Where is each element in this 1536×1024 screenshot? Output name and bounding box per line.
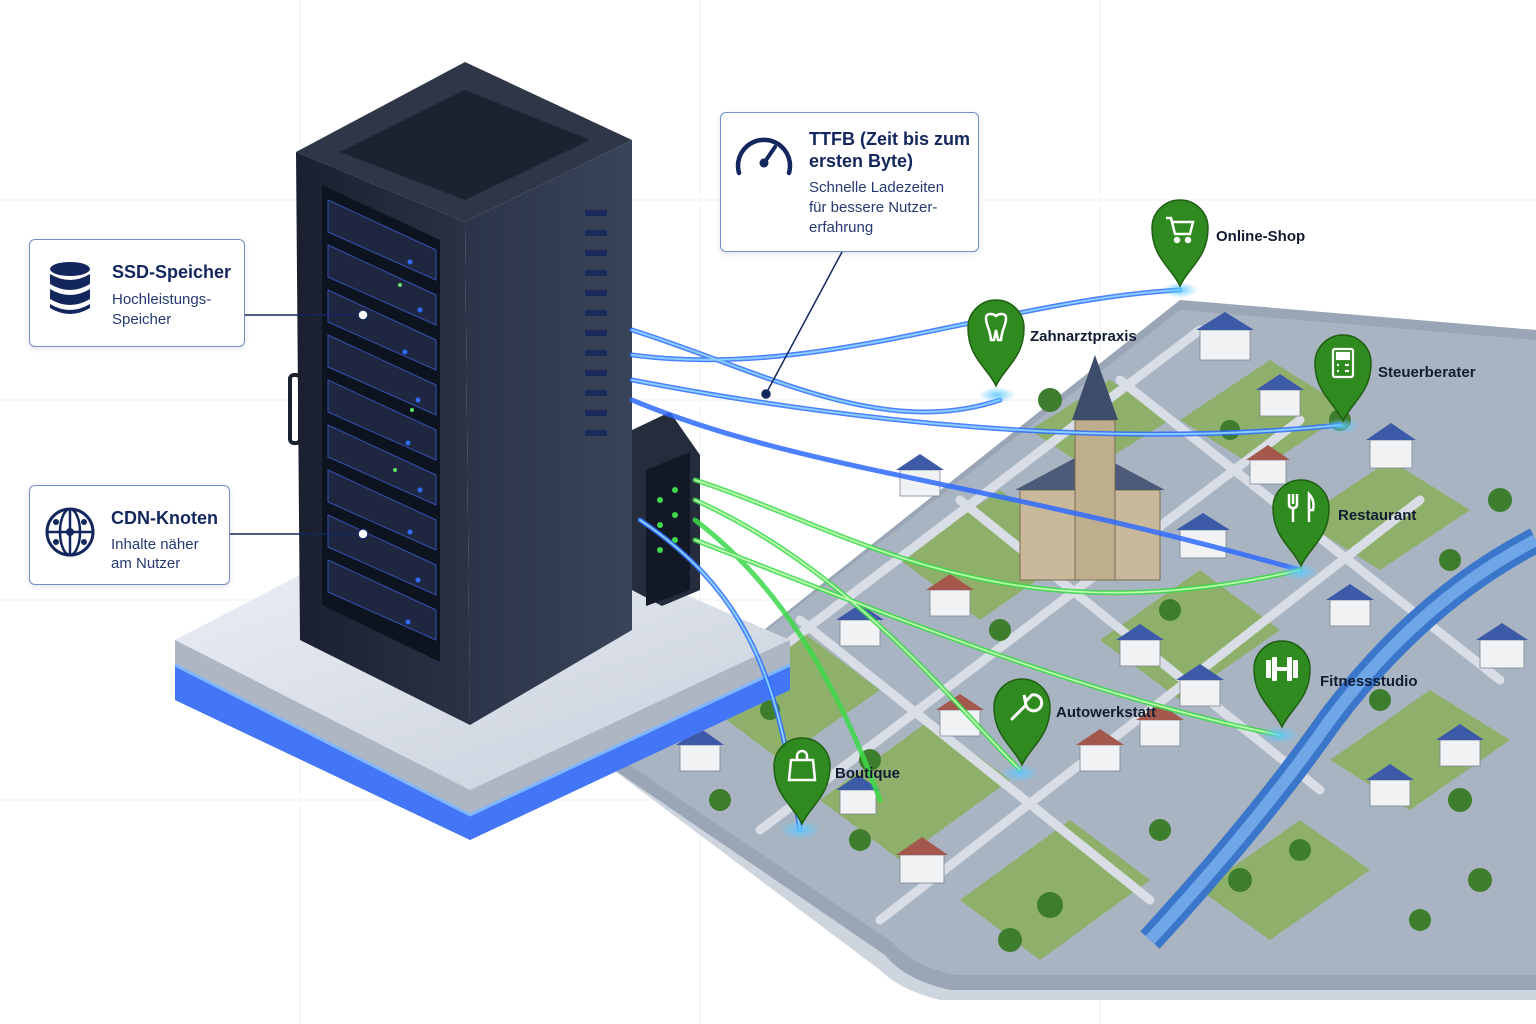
server-rack: [288, 62, 632, 725]
label-steuerberater: Steuerberater: [1378, 364, 1476, 381]
rack-units: [327, 199, 437, 641]
cdn-line2: am Nutzer: [111, 555, 181, 572]
fork-knife-icon: [1287, 490, 1315, 522]
ssd-callout: SSD-Speicher Hochleistungs- Speicher: [29, 239, 245, 347]
ssd-line1: Hochleistungs-: [112, 291, 212, 308]
ttfb-line2: für bessere Nutzer-: [809, 199, 938, 216]
data-streams: [629, 287, 1343, 833]
label-fitnessstudio: Fitnessstudio: [1320, 673, 1418, 690]
pin-restaurant: [1272, 479, 1330, 568]
cdn-callout: CDN-Knoten Inhalte näher am Nutzer: [29, 485, 230, 585]
city-map: [600, 300, 1536, 1000]
calculator-icon: [1331, 347, 1355, 379]
label-boutique: Boutique: [835, 765, 900, 782]
cdn-title: CDN-Knoten: [111, 508, 218, 528]
wrench-icon: [1010, 693, 1044, 721]
pin-fitnessstudio: [1253, 640, 1311, 729]
houses: [676, 312, 1528, 884]
ssd-line2: Speicher: [112, 311, 172, 328]
ssd-title: SSD-Speicher: [112, 262, 232, 282]
label-zahnarztpraxis: Zahnarztpraxis: [1030, 328, 1137, 345]
destination-glows: [778, 282, 1360, 840]
ttfb-line1: Schnelle Ladezeiten: [809, 179, 945, 196]
callout-connectors: [230, 251, 843, 540]
pin-autowerkstatt: [993, 678, 1051, 767]
pin-zahnarztpraxis: [967, 299, 1025, 388]
tooth-icon: [984, 312, 1008, 342]
ttfb-callout: TTFB (Zeit bis zum ersten Byte) Schnelle…: [720, 112, 979, 252]
church: [1015, 355, 1165, 581]
pin-steuerberater: [1314, 334, 1372, 423]
ttfb-line3: erfahrung: [809, 219, 874, 236]
shopping-bag-icon: [787, 749, 817, 782]
pin-online-shop: [1151, 199, 1209, 288]
label-autowerkstatt: Autowerkstatt: [1056, 704, 1157, 721]
speedometer-icon: [735, 137, 793, 176]
dumbbell-icon: [1266, 657, 1298, 681]
database-icon: [50, 262, 90, 314]
ttfb-title-line2: ersten Byte): [809, 151, 914, 171]
pin-boutique: [773, 737, 831, 826]
globe-network-icon: [45, 507, 95, 557]
ttfb-title-line1: TTFB (Zeit bis zum: [809, 129, 970, 149]
label-restaurant: Restaurant: [1338, 507, 1417, 524]
network-switch: [632, 412, 700, 606]
map-pins: [773, 199, 1372, 826]
shopping-cart-icon: [1166, 216, 1195, 244]
cdn-line1: Inhalte näher: [111, 536, 199, 553]
label-online-shop: Online-Shop: [1216, 228, 1306, 245]
